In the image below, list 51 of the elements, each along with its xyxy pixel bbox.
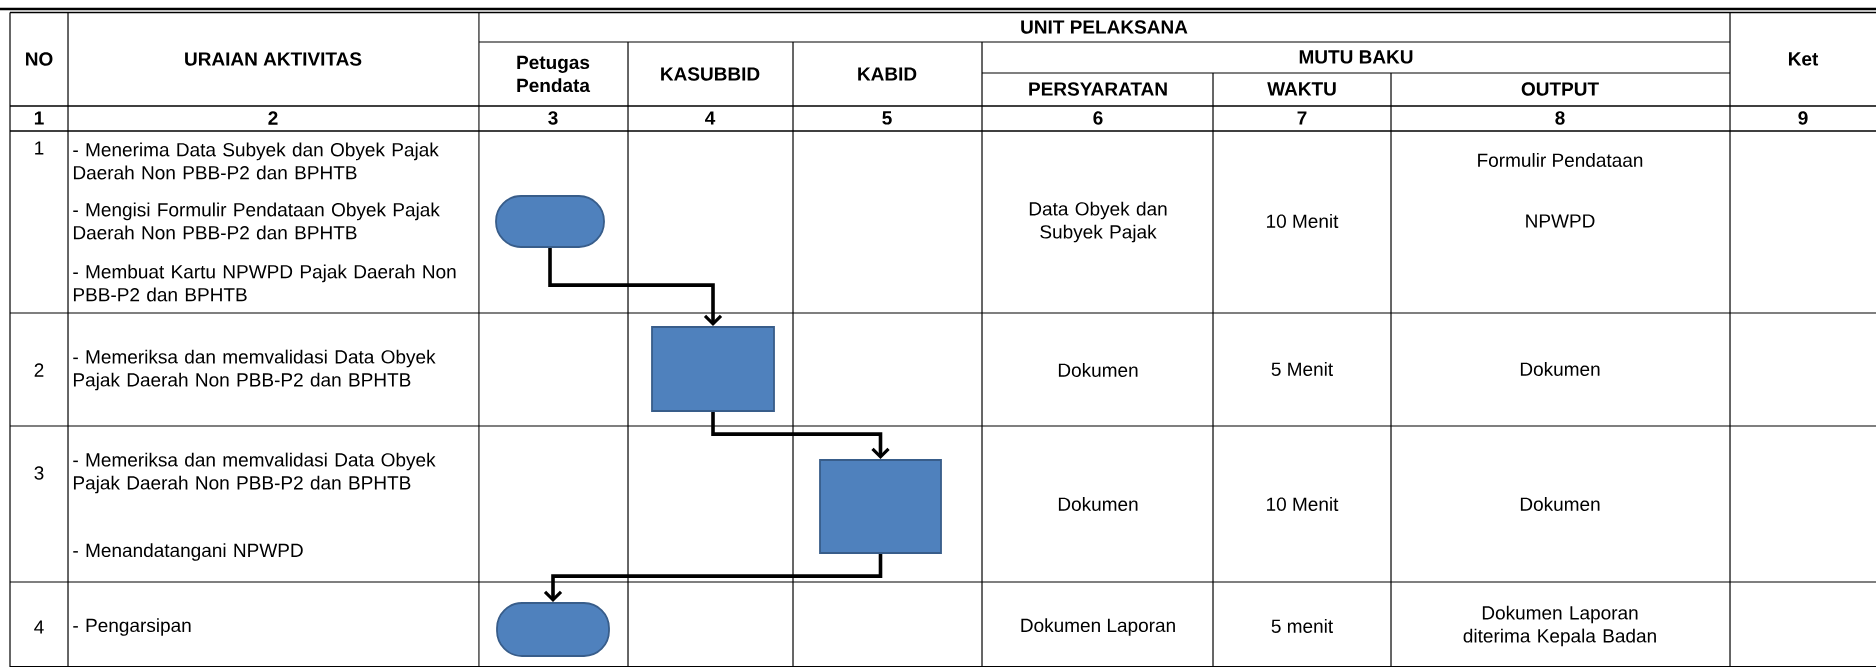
column-header: Petugas Pendata	[517, 55, 591, 93]
column-number: 4	[705, 111, 716, 125]
row-number: 1	[35, 141, 44, 155]
column-number: 5	[882, 111, 892, 125]
cell-text: 5 menit	[1271, 619, 1333, 633]
cell-text: Data Obyek dan Subyek Pajak	[1029, 201, 1167, 243]
activity-text: - Memeriksa dan memvalidasi Data Obyek Pajak Daerah Non PBB-P2 dan BPHTB	[73, 452, 436, 494]
cell-text: 5 Menit	[1271, 362, 1333, 376]
activity-text: - Memeriksa dan memvalidasi Data Obyek Pajak Daerah Non PBB-P2 dan BPHTB	[73, 349, 436, 391]
cell-text: NPWPD	[1526, 214, 1595, 228]
flow-arrow	[548, 247, 723, 327]
column-header: NO	[26, 52, 53, 66]
activity-text: - Membuat Kartu NPWPD Pajak Daerah Non PBB-P2 dan BPHTB	[73, 264, 456, 302]
column-header: KABID	[858, 67, 917, 81]
terminator-shape	[495, 195, 605, 248]
process-box	[651, 326, 775, 412]
activity-text: - Mengisi Formulir Pendataan Obyek Pajak Daerah Non PBB-P2 dan BPHTB	[73, 202, 440, 240]
row-number: 3	[34, 466, 44, 480]
flow-arrow	[543, 553, 883, 603]
column-number: 8	[1555, 111, 1565, 125]
activity-text: - Menandatangani NPWPD	[73, 543, 303, 561]
process-box	[819, 459, 942, 554]
column-header: KASUBBID	[661, 67, 760, 81]
cell-text: 10 Menit	[1267, 497, 1339, 511]
flow-arrow	[711, 411, 890, 460]
column-number: 1	[34, 111, 44, 125]
column-header: MUTU BAKU	[1299, 50, 1413, 64]
cell-text: Formulir Pendataan	[1478, 153, 1643, 167]
row-number: 2	[34, 363, 44, 377]
column-number: 2	[268, 111, 278, 125]
column-number: 7	[1297, 111, 1307, 125]
column-number: 6	[1093, 111, 1103, 125]
column-header: WAKTU	[1267, 82, 1336, 96]
column-number: 3	[548, 111, 558, 125]
activity-text: - Pengarsipan	[73, 618, 191, 636]
column-number: 9	[1798, 111, 1808, 125]
terminator-shape	[496, 602, 610, 657]
cell-text: Dokumen	[1058, 363, 1138, 377]
column-header: URAIAN AKTIVITAS	[185, 52, 362, 66]
cell-text: Dokumen	[1520, 497, 1600, 511]
column-header: Ket	[1789, 52, 1819, 66]
cell-text: 10 Menit	[1267, 214, 1339, 228]
cell-text: Dokumen	[1520, 362, 1600, 376]
row-number: 4	[34, 620, 44, 634]
column-header: OUTPUT	[1521, 82, 1599, 96]
column-header: PERSYARATAN	[1029, 82, 1167, 96]
cell-text: Dokumen	[1058, 497, 1138, 511]
cell-text: Dokumen Laporan diterima Kepala Badan	[1463, 605, 1656, 647]
cell-text: Dokumen Laporan	[1021, 618, 1175, 636]
activity-text: - Menerima Data Subyek dan Obyek Pajak Daerah Non PBB-P2 dan BPHTB	[73, 142, 439, 180]
column-header: UNIT PELAKSANA	[1021, 20, 1188, 34]
